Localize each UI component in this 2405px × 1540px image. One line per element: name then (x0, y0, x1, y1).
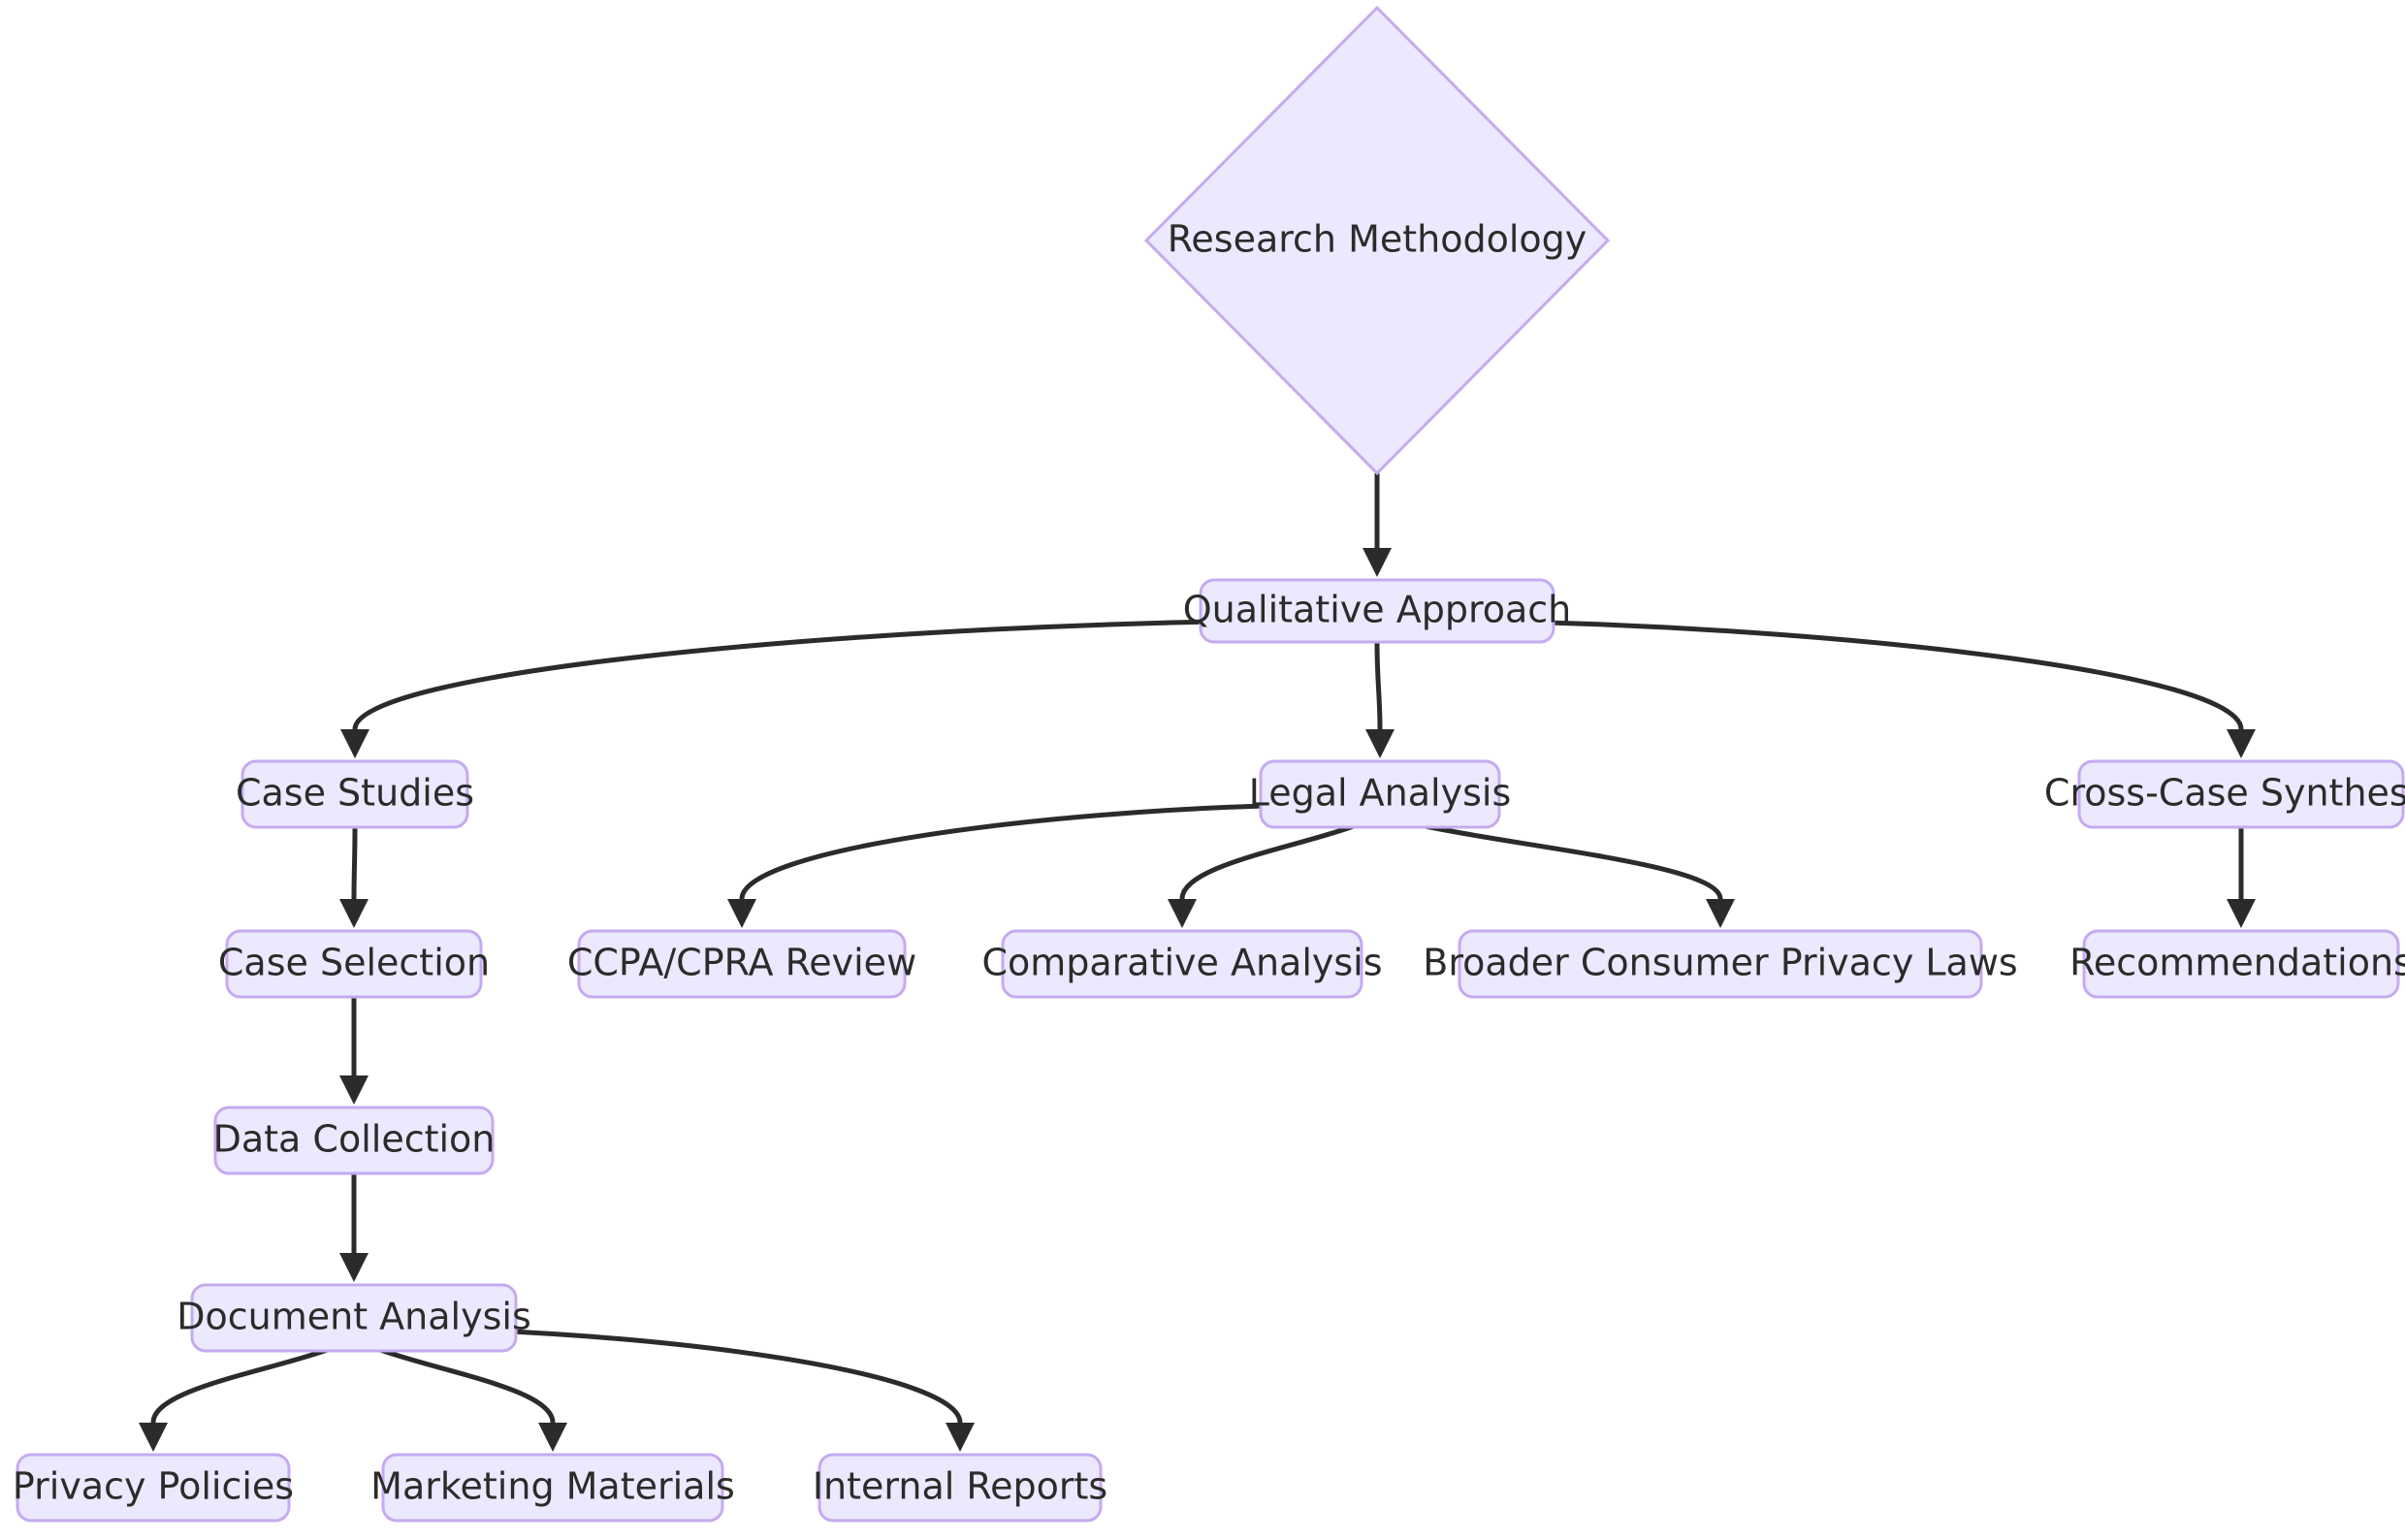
flow-node-ccpa-cpra-review[interactable]: CCPA/CPRA Review (567, 929, 916, 999)
node-label-legal-analysis: Legal Analysis (1249, 772, 1512, 815)
node-shape-cross-case-synthesis (2077, 759, 2405, 829)
node-label-internal-reports: Internal Reports (813, 1465, 1107, 1508)
node-label-document-analysis: Document Analysis (176, 1296, 531, 1338)
node-shape-legal-analysis (1259, 759, 1501, 829)
flow-node-cross-case-synthesis[interactable]: Cross-Case Synthesis (2044, 759, 2405, 829)
node-label-broader-consumer-privacy-laws: Broader Consumer Privacy Laws (1423, 942, 2017, 984)
node-shape-data-collection (213, 1106, 495, 1175)
flow-node-legal-analysis[interactable]: Legal Analysis (1249, 759, 1512, 829)
arrowhead-broader-consumer-privacy-laws (1706, 899, 1735, 928)
flow-node-case-studies[interactable]: Case Studies (236, 759, 474, 829)
flow-node-broader-consumer-privacy-laws[interactable]: Broader Consumer Privacy Laws (1423, 929, 2018, 999)
node-label-case-studies: Case Studies (236, 772, 474, 815)
node-shape-marketing-materials (381, 1453, 724, 1523)
arrowhead-qualitative-approach (1363, 548, 1392, 577)
flow-edge-qualitative-approach-to-legal-analysis (1374, 641, 1383, 730)
flow-node-data-collection[interactable]: Data Collection (213, 1106, 496, 1175)
node-label-cross-case-synthesis: Cross-Case Synthesis (2044, 772, 2405, 815)
flow-edge-document-analysis-to-privacy-policies (150, 1346, 332, 1424)
node-shape-case-studies (240, 759, 469, 829)
node-label-ccpa-cpra-review: CCPA/CPRA Review (567, 942, 916, 984)
flow-edge-legal-analysis-to-broader-consumer-privacy-laws (1420, 822, 1723, 900)
flow-node-qualitative-approach[interactable]: Qualitative Approach (1183, 578, 1572, 644)
node-shape-case-selection (225, 929, 483, 999)
arrowhead-marketing-materials (538, 1423, 567, 1452)
node-label-data-collection: Data Collection (213, 1118, 496, 1161)
arrowhead-recommendations (2227, 899, 2256, 928)
arrowhead-case-selection (339, 899, 369, 928)
node-label-privacy-policies: Privacy Policies (13, 1465, 294, 1508)
arrowhead-privacy-policies (139, 1423, 168, 1452)
node-label-qualitative-approach: Qualitative Approach (1183, 589, 1572, 631)
arrowhead-case-studies (340, 729, 369, 758)
node-label-case-selection: Case Selection (218, 942, 490, 984)
arrowhead-cross-case-synthesis (2227, 729, 2256, 758)
arrowhead-legal-analysis (1365, 729, 1395, 758)
node-label-recommendations: Recommendations (2069, 942, 2405, 984)
node-shape-internal-reports (818, 1453, 1103, 1523)
node-shape-broader-consumer-privacy-laws (1458, 929, 1983, 999)
flow-node-research-methodology[interactable]: Research Methodology (1143, 5, 1611, 476)
node-shape-qualitative-approach (1199, 578, 1555, 644)
node-shape-comparative-analysis (1001, 929, 1363, 999)
node-label-research-methodology: Research Methodology (1168, 218, 1587, 261)
flow-edge-legal-analysis-to-comparative-analysis (1179, 822, 1358, 900)
node-shape-document-analysis (190, 1283, 518, 1353)
flow-node-comparative-analysis[interactable]: Comparative Analysis (981, 929, 1383, 999)
arrowhead-data-collection (339, 1075, 369, 1105)
flow-edge-qualitative-approach-to-cross-case-synthesis (1480, 618, 2244, 730)
node-label-marketing-materials: Marketing Materials (370, 1465, 735, 1508)
flow-node-privacy-policies[interactable]: Privacy Policies (13, 1453, 294, 1523)
flow-node-recommendations[interactable]: Recommendations (2069, 929, 2405, 999)
flow-node-case-selection[interactable]: Case Selection (218, 929, 490, 999)
flow-node-internal-reports[interactable]: Internal Reports (813, 1453, 1107, 1523)
flow-edge-legal-analysis-to-ccpa-cpra-review (739, 802, 1304, 900)
flow-edge-document-analysis-to-internal-reports (426, 1326, 963, 1424)
flow-node-marketing-materials[interactable]: Marketing Materials (370, 1453, 735, 1523)
arrowhead-comparative-analysis (1168, 899, 1197, 928)
arrowhead-internal-reports (946, 1423, 975, 1452)
flow-edge-case-studies-to-case-selection (351, 826, 358, 900)
flow-edge-document-analysis-to-marketing-materials (376, 1346, 556, 1424)
flow-node-document-analysis[interactable]: Document Analysis (176, 1283, 531, 1353)
node-label-comparative-analysis: Comparative Analysis (981, 942, 1382, 984)
arrowhead-ccpa-cpra-review (727, 899, 756, 928)
node-shape-research-methodology (1143, 5, 1611, 476)
node-shape-privacy-policies (16, 1453, 291, 1523)
edge-layer (139, 473, 2256, 1452)
flow-edge-qualitative-approach-to-case-studies (352, 618, 1255, 730)
arrowhead-document-analysis (339, 1253, 369, 1282)
node-shape-ccpa-cpra-review (577, 929, 907, 999)
node-shape-recommendations (2082, 929, 2400, 999)
